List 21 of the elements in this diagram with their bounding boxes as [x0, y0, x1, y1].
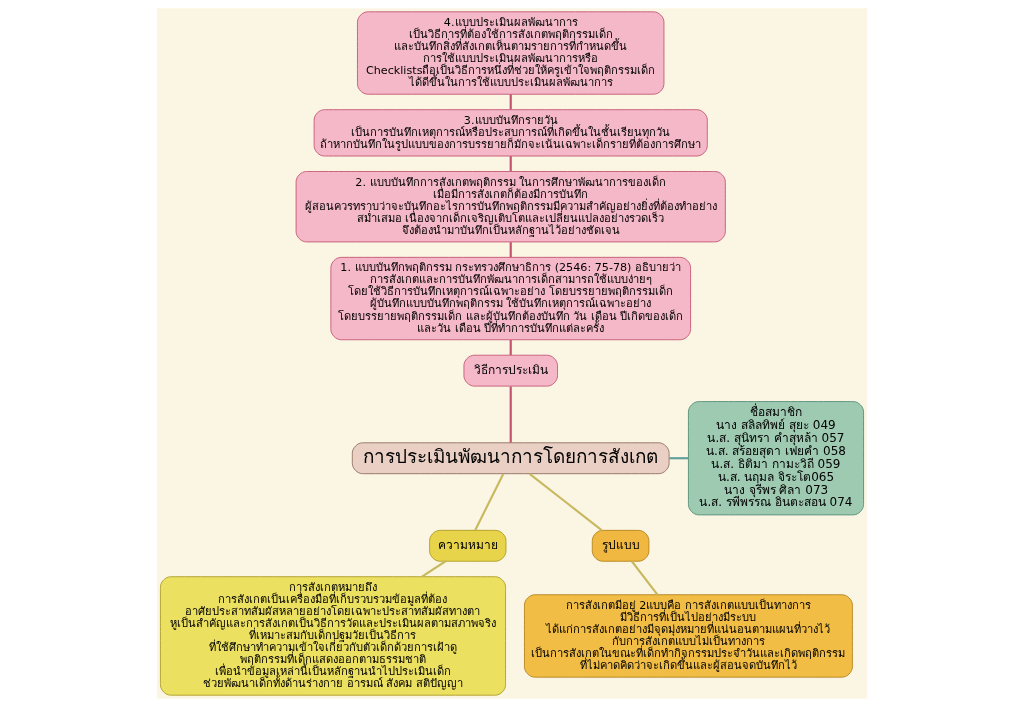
node-box: การประเมินพัฒนาการโดยการสังเกต: [351, 442, 670, 475]
connector: [509, 339, 512, 356]
connector: [669, 457, 688, 460]
connector: [630, 560, 659, 596]
connector: [509, 242, 512, 258]
node-box: ความหมาย: [429, 529, 507, 562]
node-box: รูปแบบ: [591, 529, 650, 562]
connector: [509, 94, 512, 110]
node-box: 3.แบบบันทึกรายวัน เป็นการบันทึกเหตุการณ์หรือประสบการณ์ที่เกิดขึ้นในชั้นเรียนทุกวัน ถ้าหากบันทึกในรูปแบบของการบรรยายก็มักจะเน้นเฉพาะเด็กรายที่ต้องการศึกษา: [313, 109, 708, 157]
node-box: ชื่อสมาชิก นาง สลิลทิพย์ สุยะ 049 น.ส. สุนิทรา คำสุหล้า 057 น.ส. สร้อยสุดา เฟยคำ 058 น.ส. ธิติมา กามะวิถี 059 น.ส. นฤมล จิระโต065 นาง จุรีพร ศิลา 073 น.ส. รพีพรรณ อินตะสอน 074: [688, 401, 864, 516]
connector: [421, 560, 447, 578]
node-box: การสังเกตมีอยู่ 2แบบคือ การสังเกตแบบเป็นทางการ มีวิธีการที่เป็นไปอย่างมีระบบ ได้แก่การสังเกตอย่างมีจุดมุ่งหมายที่แน่นอนตามแผนที่วางไว้ กับการสังเกตแบบไม่เป็นทางการ เป็นการสังเกตในขณะที่เด็กทำกิจกรรมประจำวันและเกิดพฤติกรรม ที่ไม่คาดคิดว่าจะเกิดขึ้นและผู้สอนจดบันทึกไว้: [524, 594, 853, 678]
node-box: 2. แบบบันทึกการสังเกตพฤติกรรม ในการศึกษาพัฒนาการของเด็ก เมื่อมีการสังเกตก็ต้องมีการบันทึก ผู้สอนควรทราบว่าจะบันทึกอะไรการบันทึกพฤติกรรมมีความสำคัญอย่างยิ่งที่ต้องทำอย่าง สม่ำเสมอ เนื่องจากเด็กเจริญเติบโตและเปลี่ยนแปลงอย่างรวดเร็ว จึงต้องนำมาบันทึกเป็นหลักฐานไว้อย่างชัดเจน: [295, 171, 726, 243]
connector: [474, 473, 505, 531]
connector: [509, 156, 512, 172]
node-box: 1. แบบบันทึกพฤติกรรม กระทรวงศึกษาธิการ (2546: 75-78) อธิบายว่า การสังเกตและการบันทึกพัฒนาการเด็กสามารถใช้แบบง่ายๆ โดยใช้วิธีการบันทึกเหตุการณ์เฉพาะอย่าง โดยบรรยายพฤติกรรมเด็ก ผู้บันทึกแบบบันทึกพฤติกรรม ใช้บันทึกเหตุการณ์เฉพาะอย่าง โดยบรรยายพฤติกรรมเด็ก และผู้บันทึกต้องบันทึก วัน เดือน ปีเกิดของเด็ก และวัน เดือน ปีที่ทำการบันทึกแต่ละครั้ง: [330, 256, 691, 341]
node-box: การสังเกตหมายถึง การสังเกตเป็นเครื่องมือที่เก็บรวบรวมข้อมูลที่ต้อง อาศัยประสาทสัมผัสหลายอย่างโดยเฉพาะประสาทสัมผัสทางตา หูเป็นสำคัญและการสังเกตเป็นวิธีการวัดและประเมินผลตามสภาพจริง ที่เหมาะสมกับเด็กปฐมวัยเป็นวิธีการ ที่ใช้ศึกษาทำความเข้าใจเกี่ยวกับตัวเด็กด้วยการเฝ้าดู พฤติกรรมที่เด็กแสดงออกตามธรรมชาติ เพื่อนำข้อมูลเหล่านี้เป็นหลักฐานนำไปประเมินเด็ก ช่วยพัฒนาเด็กทั้งด้านร่างกาย อารมณ์ สังคม สติปัญญา: [160, 576, 506, 696]
node-box: 4.แบบประเมินผลพัฒนาการ เป็นวิธีการที่ต้องใช้การสังเกตพฤติกรรมเด็ก และบันทึกสิ่งที่สังเกตเห็นตามรายการที่กำหนดขึ้น การใช้แบบประเมินผลพัฒนาการหรือ Checklistsถือเป็นวิธีการหนึ่งที่ช่วยให้ครูเข้าใจพฤติกรรมเด็ก ได้ดีขึ้นในการใช้แบบประเมินผลพัฒนาการ: [357, 11, 665, 95]
connector: [509, 386, 512, 443]
node-box: วิธีการประเมิน: [463, 354, 558, 387]
connector: [528, 473, 603, 531]
